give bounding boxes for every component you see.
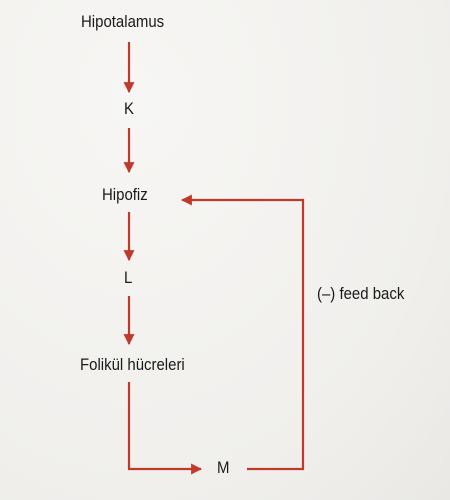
node-pituitary: Hipofiz bbox=[102, 185, 148, 204]
node-hypothalamus: Hipotalamus bbox=[81, 12, 165, 31]
arrow-follicle-to-m bbox=[127, 382, 203, 475]
node-k: K bbox=[124, 99, 134, 118]
feedback-arrow bbox=[180, 194, 305, 471]
feedback-label: (–) feed back bbox=[317, 284, 405, 303]
node-follicle-cells: Folikül hücreleri bbox=[80, 355, 185, 374]
node-m: M bbox=[217, 458, 230, 477]
node-l: L bbox=[124, 268, 133, 287]
